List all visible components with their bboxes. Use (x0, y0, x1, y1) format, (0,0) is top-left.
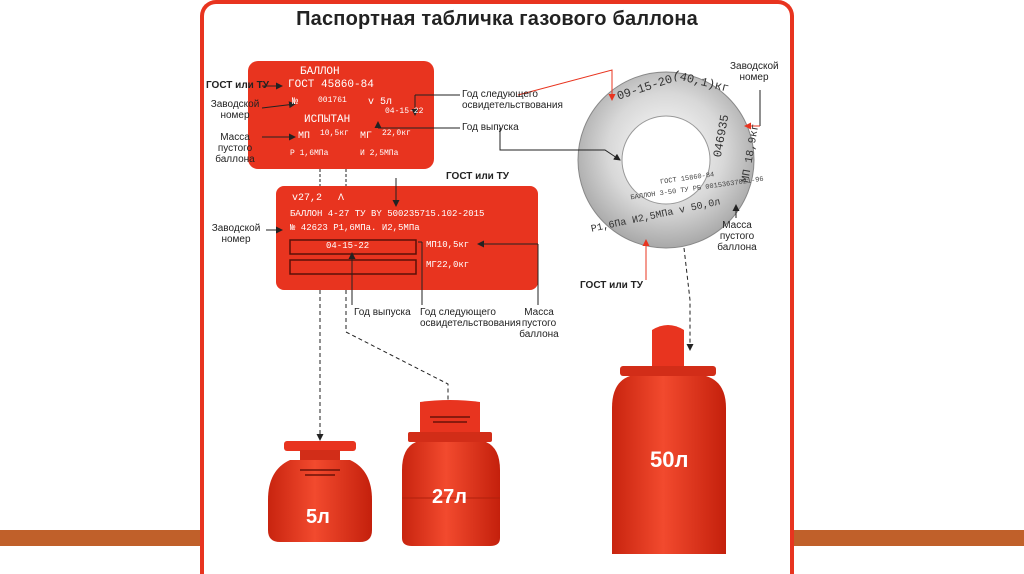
plate-small-p: Р 1,6МПа (290, 149, 329, 158)
label-year-1: Год выпуска (462, 122, 519, 133)
plate-large-line3: № 42623 Р1,6МПа. И2,5МПа (290, 223, 420, 233)
plate-large-date: 04-15-22 (326, 241, 370, 251)
plate-small-no: № (292, 97, 299, 108)
cylinder-5l (268, 441, 372, 542)
page-title: Паспортная табличка газового баллона (296, 8, 698, 30)
cylinder-50l (612, 325, 726, 554)
label-gost-1: ГОСТ или ТУ (206, 80, 269, 91)
plate-small-line2: ГОСТ 45860-84 (288, 79, 374, 91)
plate-large-line2: БАЛЛОН 4-27 ТУ BY 500235715.102-2015 (290, 209, 485, 219)
label-mass-2: Масса пустого баллона (519, 307, 559, 340)
plate-small-line1: БАЛЛОН (300, 66, 340, 78)
plate-small-mp-val: 10,5кг (320, 129, 349, 138)
label-gost-3: ГОСТ или ТУ (580, 280, 643, 291)
label-serial-3: Заводской номер (730, 61, 779, 83)
plate-small-tested: ИСПЫТАН (304, 114, 351, 126)
plate-large-line1: v27,2 (292, 193, 323, 204)
plate-small (248, 61, 434, 169)
label-serial-2: Заводской номер (211, 223, 261, 245)
plate-small-mp: МП (298, 131, 311, 142)
plate-small-i: И 2,5МПа (360, 149, 399, 158)
label-mass-1: Массa пустого баллона (215, 132, 255, 165)
plate-large-line1b: Λ (338, 193, 345, 204)
label-next-2: Год следующего освидетельствования (420, 307, 521, 329)
label-serial-1: Заводской номер (210, 99, 260, 121)
plate-small-serial: 001761 (318, 96, 347, 105)
plate-small-date: 04-15-22 (385, 107, 424, 116)
plate-small-volume: v 5л (368, 97, 393, 108)
plate-large-mg: МГ22,0кг (426, 260, 470, 270)
plate-small-mg-val: 22,0кг (382, 129, 411, 138)
cylinder-27l (402, 400, 500, 546)
cylinder-5l-label: 5л (306, 506, 330, 528)
label-year-2: Год выпуска (354, 307, 411, 318)
plate-large (276, 186, 538, 290)
cylinder-50l-label: 50л (650, 447, 689, 472)
plate-large-mp: МП10,5кг (426, 240, 470, 250)
label-gost-2: ГОСТ или ТУ (446, 171, 509, 182)
label-next-1: Год следующего освидетельствования (462, 89, 563, 111)
label-mass-3: Масса пустого баллона (717, 220, 757, 253)
cylinder-27l-label: 27л (432, 486, 467, 508)
plate-small-mg: МГ (360, 131, 373, 142)
